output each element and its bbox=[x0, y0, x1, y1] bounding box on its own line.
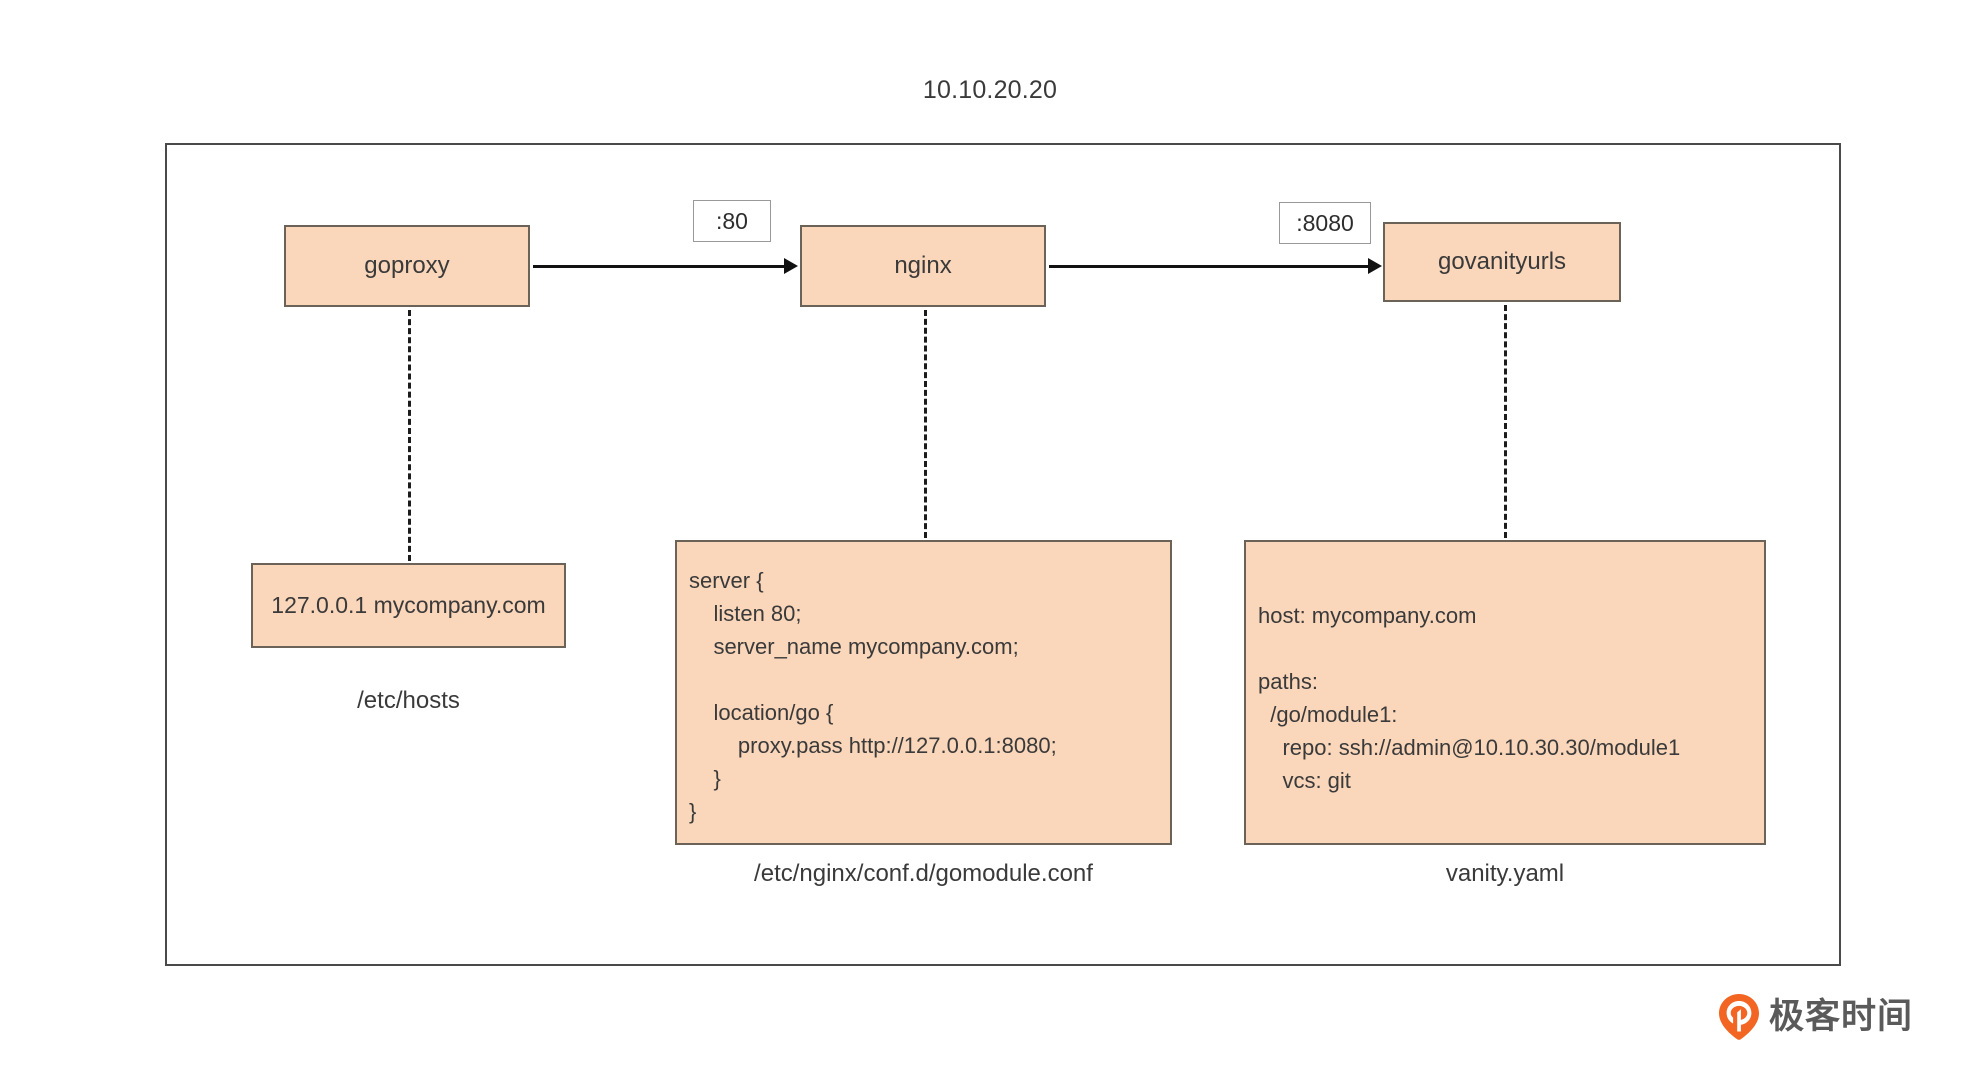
port-label-80-text: :80 bbox=[716, 207, 748, 234]
artifact-hosts-content: 127.0.0.1 mycompany.com bbox=[271, 592, 546, 618]
arrow-nginx-to-govanityurls bbox=[1049, 265, 1369, 268]
artifact-hosts-box[interactable]: 127.0.0.1 mycompany.com bbox=[251, 563, 566, 648]
arrowhead-icon bbox=[784, 258, 798, 274]
brand-name: 极客时间 bbox=[1769, 996, 1914, 1037]
port-label-80: :80 bbox=[693, 200, 771, 242]
page-title: 10.10.20.20 bbox=[922, 76, 1058, 104]
node-nginx[interactable]: nginx bbox=[800, 225, 1046, 307]
dashed-connector-goproxy-hosts bbox=[408, 310, 411, 561]
arrow-goproxy-to-nginx bbox=[533, 265, 785, 268]
artifact-vanity-yaml-caption: vanity.yaml bbox=[1445, 860, 1565, 887]
geektime-pin-icon bbox=[1719, 994, 1759, 1040]
node-goproxy[interactable]: goproxy bbox=[284, 225, 530, 307]
artifact-nginx-conf-caption: /etc/nginx/conf.d/gomodule.conf bbox=[754, 860, 1093, 887]
brand-logo: 极客时间 bbox=[1718, 993, 1913, 1041]
node-govanityurls-label: govanityurls bbox=[1437, 248, 1567, 275]
node-goproxy-label: goproxy bbox=[364, 252, 450, 279]
artifact-vanity-yaml-box[interactable]: host: mycompany.com paths: /go/module1: … bbox=[1244, 540, 1766, 845]
dashed-connector-govanityurls-vanity bbox=[1504, 305, 1507, 538]
node-nginx-label: nginx bbox=[894, 252, 952, 279]
port-label-8080-text: :8080 bbox=[1296, 209, 1354, 236]
node-govanityurls[interactable]: govanityurls bbox=[1383, 222, 1621, 302]
arrowhead-icon bbox=[1368, 258, 1382, 274]
artifact-hosts-caption: /etc/hosts bbox=[357, 687, 460, 714]
port-label-8080: :8080 bbox=[1279, 202, 1371, 244]
artifact-nginx-conf-box[interactable]: server { listen 80; server_name mycompan… bbox=[675, 540, 1172, 845]
dashed-connector-nginx-conf bbox=[924, 310, 927, 538]
